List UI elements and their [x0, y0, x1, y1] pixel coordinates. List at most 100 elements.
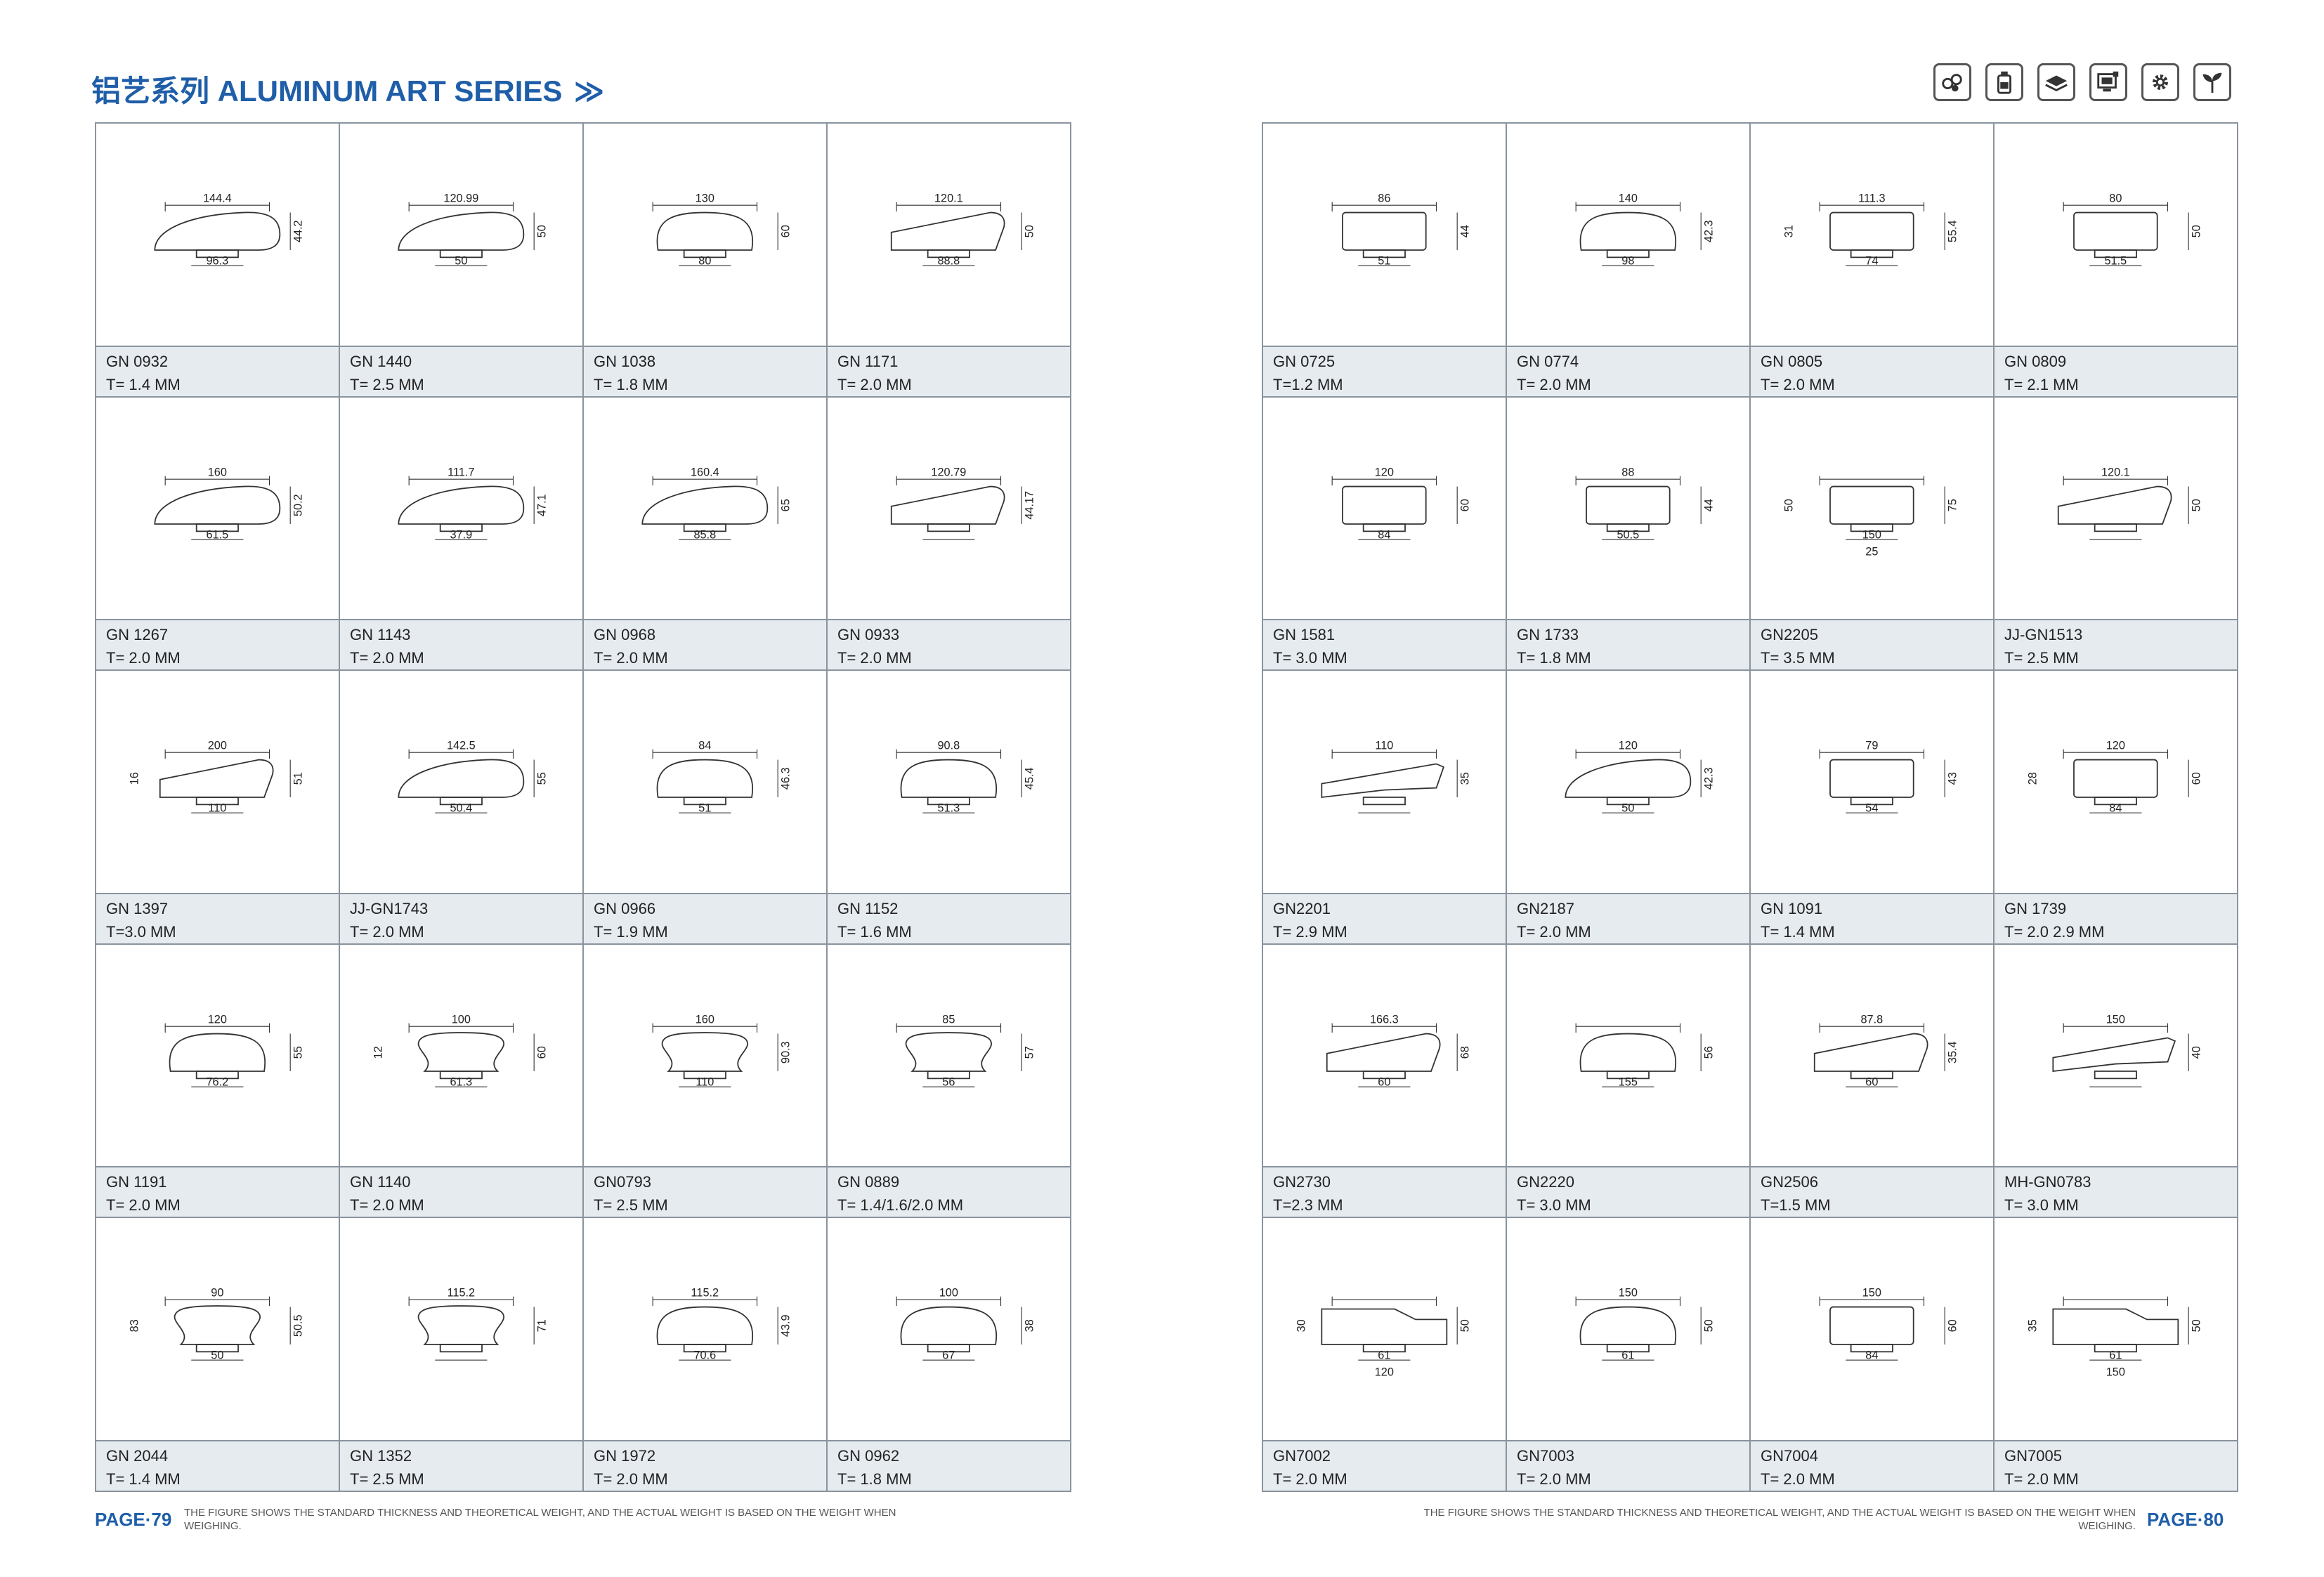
profile-code: GN 1091 [1761, 899, 1823, 917]
dim-bottom: 88.8 [938, 255, 960, 268]
dim-top: 87.8 [1861, 1014, 1884, 1026]
dim-side: 71 [536, 1320, 549, 1333]
dim-side: 44 [1459, 225, 1472, 237]
profile-thickness: T= 2.0 MM [1761, 1470, 1835, 1488]
dim-side: 60 [780, 225, 792, 237]
dim-side: 75 [1947, 499, 1959, 511]
profile-caption: JJ-GN1513 T= 2.5 MM [1995, 619, 2237, 670]
dim-bottom: 50.4 [450, 802, 473, 815]
profile-code: GN 1352 [350, 1447, 412, 1465]
profile-thickness: T= 2.1 MM [2004, 375, 2079, 393]
page-number-right: PAGE·80 [2147, 1509, 2224, 1530]
dim-side: 50.2 [292, 494, 305, 516]
dim-bottom: 96.3 [207, 255, 229, 268]
dim-bottom: 74 [1865, 255, 1878, 268]
profile-thickness: T= 2.0 2.9 MM [2004, 922, 2105, 941]
profile-thickness: T= 2.5 MM [594, 1196, 668, 1215]
profile-thickness: T= 2.5 MM [2004, 649, 2079, 667]
dim-extra: 28 [2027, 772, 2039, 785]
profile-code: GN0793 [594, 1173, 651, 1191]
dim-extra: 30 [1295, 1320, 1308, 1333]
dim-side: 50 [1703, 1320, 1716, 1333]
profile-thickness: T=2.3 MM [1273, 1196, 1343, 1215]
page-number-left: PAGE·79 [95, 1509, 172, 1530]
dim-bottom: 51.5 [2105, 255, 2127, 268]
dim-top: 120.1 [934, 192, 963, 205]
profile-code: GN2506 [1761, 1173, 1818, 1191]
dim-top: 115.2 [691, 1287, 719, 1300]
dim-side: 44.17 [1024, 491, 1036, 520]
dim-bottom: 84 [2109, 802, 2122, 815]
dim-side: 43.9 [780, 1315, 792, 1337]
profile-code: GN 1972 [594, 1447, 656, 1465]
profile-thickness: T= 2.0 MM [594, 1470, 668, 1488]
profile-code: GN2187 [1517, 899, 1574, 917]
profile-code: GN7003 [1517, 1447, 1574, 1465]
profile-thickness: T= 2.0 MM [1273, 1470, 1347, 1488]
dim-extra: 31 [1783, 225, 1796, 237]
dim-top: 100 [939, 1287, 958, 1300]
profile-thickness: T= 1.4 MM [106, 375, 181, 393]
dim-top: 85 [942, 1014, 955, 1026]
dim-side: 56 [1703, 1046, 1716, 1059]
profile-code: JJ-GN1513 [2004, 626, 2083, 644]
profile-code: GN 0809 [2004, 352, 2067, 370]
profile-code: GN 0725 [1273, 352, 1336, 370]
dim-top: 120 [2106, 740, 2125, 752]
profile-code: GN7004 [1761, 1447, 1818, 1465]
profile-code: GN 1397 [106, 899, 169, 917]
profile-code: GN 0968 [594, 626, 656, 644]
dim-side: 55 [536, 772, 549, 785]
dim-extra: 35 [2027, 1320, 2039, 1333]
profile-code: GN2220 [1517, 1173, 1574, 1191]
dim-side: 38 [1024, 1320, 1036, 1333]
profile-thickness: T= 2.0 MM [350, 1196, 424, 1215]
dim-extra-2: 150 [2106, 1366, 2125, 1379]
profile-thickness: T= 2.0 MM [350, 649, 424, 667]
dim-bottom: 80 [698, 255, 711, 268]
profile-thickness: T=1.2 MM [1273, 375, 1343, 393]
profile-thickness: T= 3.0 MM [2004, 1196, 2079, 1215]
profile-drawing: 115.271 [408, 1287, 549, 1361]
profile-caption: GN0793 T= 2.5 MM [584, 1166, 826, 1217]
dim-top: 88 [1621, 466, 1634, 478]
dim-bottom: 85.8 [694, 528, 717, 541]
